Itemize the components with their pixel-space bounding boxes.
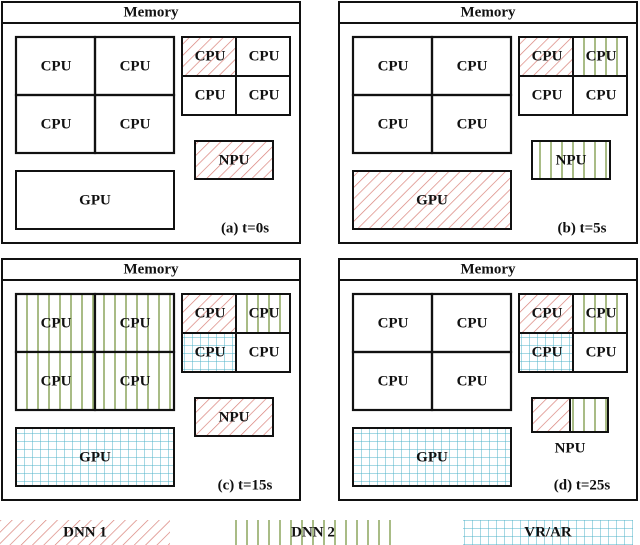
little-cpu-label: CPU: [586, 305, 617, 321]
memory-label: Memory: [124, 261, 179, 277]
panel-frame: [1, 1, 301, 244]
legend-label: DNN 1: [63, 524, 107, 540]
little-cpu-label: CPU: [586, 344, 617, 360]
legend-item-dnn2: DNN 2: [228, 520, 398, 545]
little-cpu-core: [181, 332, 237, 373]
little-cpu-core: [518, 293, 574, 334]
big-cpu-label: CPU: [457, 315, 488, 331]
gpu-block: [352, 427, 512, 487]
big-cpu-label: CPU: [41, 373, 72, 389]
big-cpu-label: CPU: [120, 373, 151, 389]
big-cpu-label: CPU: [457, 58, 488, 74]
gpu-block: [352, 170, 512, 230]
little-cpu-label: CPU: [195, 305, 226, 321]
little-cpu-core: [572, 75, 628, 116]
gpu-block: [15, 170, 175, 230]
little-cpu-label: CPU: [532, 344, 563, 360]
big-cpu-core: [430, 93, 513, 155]
npu-label: NPU: [219, 409, 250, 425]
little-cpu-label: CPU: [586, 87, 617, 103]
npu-label: NPU: [556, 152, 587, 168]
panel-frame: [1, 258, 301, 501]
little-cpu-core: [235, 332, 291, 373]
little-cpu-core: [181, 293, 237, 334]
big-cpu-label: CPU: [120, 116, 151, 132]
little-cpu-core: [572, 293, 628, 334]
npu-label: NPU: [555, 440, 586, 456]
big-cpu-core: [430, 350, 513, 412]
little-cpu-label: CPU: [586, 48, 617, 64]
gpu-label: GPU: [416, 192, 448, 208]
big-cpu-label: CPU: [378, 116, 409, 132]
big-cpu-label: CPU: [457, 373, 488, 389]
little-cpu-core: [572, 332, 628, 373]
panel-caption: (b) t=5s: [558, 220, 607, 236]
little-cpu-core: [518, 332, 574, 373]
memory-label: Memory: [124, 4, 179, 20]
npu-block-dnn2: [569, 397, 609, 433]
big-cpu-label: CPU: [120, 58, 151, 74]
little-cpu-label: CPU: [195, 48, 226, 64]
legend-item-vrar: VR/AR: [463, 520, 633, 545]
panel-caption: (a) t=0s: [221, 220, 269, 236]
panel-caption: (c) t=15s: [218, 477, 273, 493]
little-cpu-label: CPU: [532, 305, 563, 321]
gpu-label: GPU: [416, 449, 448, 465]
little-cpu-label: CPU: [249, 305, 280, 321]
big-cpu-label: CPU: [120, 315, 151, 331]
big-cpu-core: [93, 350, 176, 412]
little-cpu-label: CPU: [249, 87, 280, 103]
memory-label: Memory: [461, 261, 516, 277]
legend-label: DNN 2: [291, 524, 335, 540]
little-cpu-label: CPU: [249, 48, 280, 64]
panel-frame: [338, 1, 638, 244]
little-cpu-core: [181, 36, 237, 77]
little-cpu-label: CPU: [195, 344, 226, 360]
memory-label: Memory: [461, 4, 516, 20]
little-cpu-label: CPU: [249, 344, 280, 360]
big-cpu-label: CPU: [378, 373, 409, 389]
little-cpu-core: [572, 36, 628, 77]
little-cpu-label: CPU: [532, 87, 563, 103]
npu-label: NPU: [219, 152, 250, 168]
little-cpu-label: CPU: [532, 48, 563, 64]
big-cpu-label: CPU: [378, 58, 409, 74]
npu-block-dnn1: [531, 397, 571, 433]
big-cpu-label: CPU: [41, 315, 72, 331]
big-cpu-core: [14, 350, 97, 412]
big-cpu-label: CPU: [41, 58, 72, 74]
big-cpu-label: CPU: [457, 116, 488, 132]
gpu-block: [15, 427, 175, 487]
panel-caption: (d) t=25s: [554, 477, 611, 493]
big-cpu-label: CPU: [378, 315, 409, 331]
legend-swatch: [228, 520, 398, 545]
panel-frame: [338, 258, 638, 501]
gpu-label: GPU: [79, 449, 111, 465]
legend-swatch: [0, 520, 170, 545]
little-cpu-core: [518, 36, 574, 77]
big-cpu-core: [93, 93, 176, 155]
npu-block: [194, 140, 274, 180]
legend-label: VR/AR: [524, 524, 572, 540]
npu-block: [194, 397, 274, 437]
big-cpu-label: CPU: [41, 116, 72, 132]
legend-swatch: [463, 520, 633, 545]
little-cpu-core: [235, 75, 291, 116]
legend-item-dnn1: DNN 1: [0, 520, 170, 545]
gpu-label: GPU: [79, 192, 111, 208]
npu-block: [531, 140, 611, 180]
little-cpu-label: CPU: [195, 87, 226, 103]
